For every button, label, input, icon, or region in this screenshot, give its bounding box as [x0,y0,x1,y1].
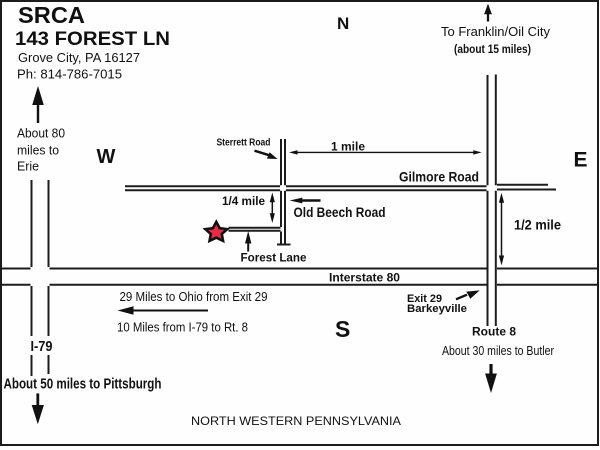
svg-text:29 Miles to Ohio from Exit 29: 29 Miles to Ohio from Exit 29 [120,290,268,304]
svg-text:143 FOREST LN: 143 FOREST LN [15,29,170,50]
svg-text:E: E [574,149,588,172]
svg-text:S: S [335,316,350,342]
svg-text:1 mile: 1 mile [331,140,365,154]
svg-text:SRCA: SRCA [18,2,85,28]
svg-text:Exit 29: Exit 29 [407,293,442,305]
svg-text:(about 15 miles): (about 15 miles) [454,44,531,56]
svg-text:About 30 miles to Butler: About 30 miles to Butler [442,344,554,358]
svg-text:Gilmore Road: Gilmore Road [399,170,479,185]
svg-text:Route 8: Route 8 [472,325,516,339]
svg-text:N: N [337,14,349,33]
svg-text:Old Beech Road: Old Beech Road [294,205,386,220]
svg-text:About 50 miles to Pittsburgh: About 50 miles to Pittsburgh [4,376,162,393]
svg-text:Ph: 814-786-7015: Ph: 814-786-7015 [17,67,122,82]
svg-text:About 80: About 80 [17,126,65,141]
svg-text:W: W [97,146,116,168]
svg-text:Barkeyville: Barkeyville [407,303,467,315]
svg-text:Grove City, PA 16127: Grove City, PA 16127 [18,50,140,65]
svg-text:10 Miles from I-79 to Rt. 8: 10 Miles from I-79 to Rt. 8 [117,320,248,335]
svg-text:Interstate 80: Interstate 80 [329,271,400,285]
svg-text:Forest Lane: Forest Lane [241,251,307,265]
svg-text:Erie: Erie [17,159,39,174]
svg-text:I-79: I-79 [31,338,53,355]
svg-text:NORTH WESTERN PENNSYLVANIA: NORTH WESTERN PENNSYLVANIA [191,414,401,428]
svg-text:1/2 mile: 1/2 mile [514,217,561,233]
svg-text:miles to: miles to [17,143,59,158]
svg-text:To Franklin/Oil City: To Franklin/Oil City [441,24,550,39]
svg-text:1/4 mile: 1/4 mile [222,194,265,208]
svg-text:Sterrett Road: Sterrett Road [217,138,271,149]
